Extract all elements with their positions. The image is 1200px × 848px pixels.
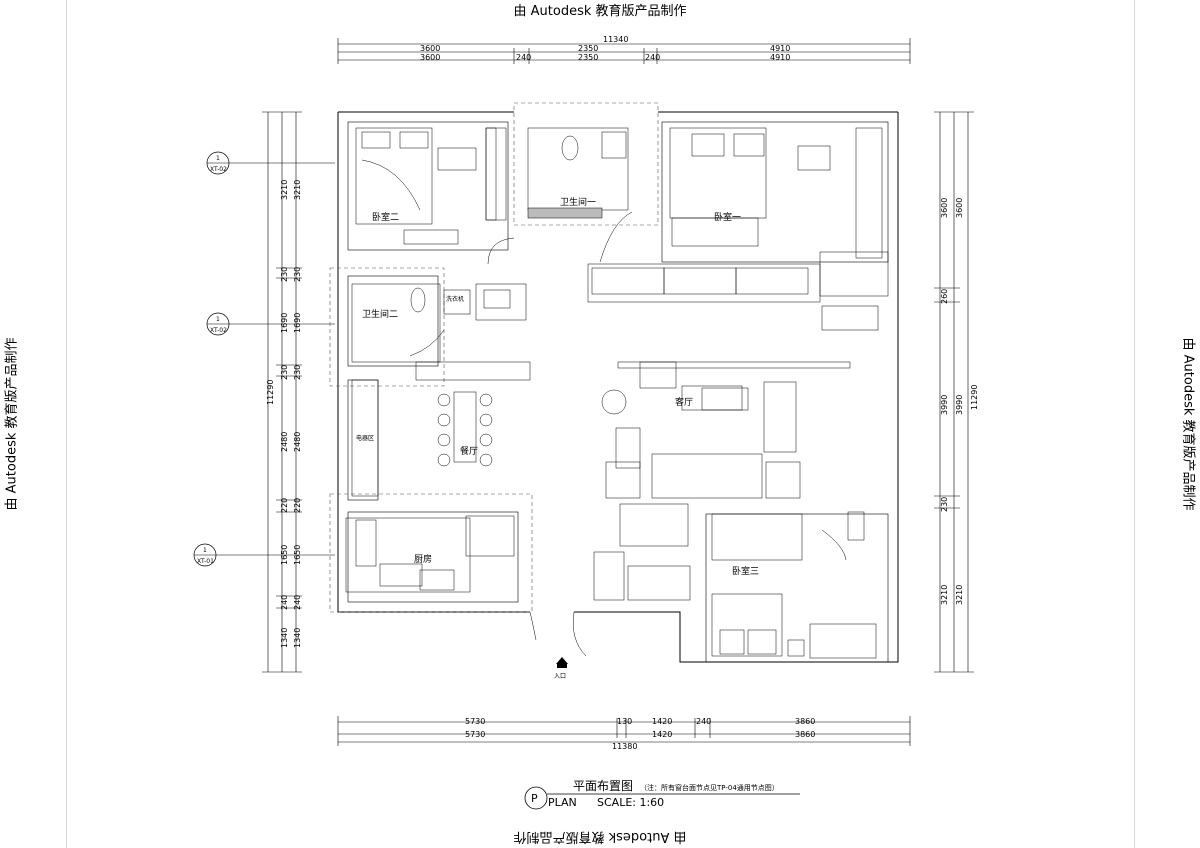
label-entrance: 入口 (554, 673, 566, 680)
section-marker-2-code: XT-02 (210, 327, 227, 334)
dim-top-r1-a: 3600 (420, 44, 440, 53)
dim-bottom-r1-c: 1420 (652, 717, 672, 726)
label-bath1: 卫生间一 (560, 196, 596, 208)
right-dimension-lines (934, 111, 974, 673)
dim-left-h: 240 (280, 595, 289, 610)
dim-top-r2-d: 240 (645, 53, 660, 62)
label-living: 客厅 (675, 396, 693, 408)
door-swings (409, 211, 847, 657)
label-washer: 洗衣机 (446, 295, 464, 303)
dim-right-d: 230 (940, 497, 949, 512)
section-marker-3-num: 1 (203, 547, 207, 554)
label-bedroom1: 卧室一 (714, 211, 741, 223)
title-text: 平面布置图 (573, 779, 633, 793)
dim-right-a2: 3600 (955, 198, 964, 218)
dim-top-r2-b: 240 (516, 53, 531, 62)
plan-label: PLAN (548, 796, 577, 809)
dim-top-total: 11340 (603, 35, 628, 44)
section-marker-1: 1 XT-02 (206, 151, 335, 175)
section-marker-1-code: XT-02 (210, 166, 227, 173)
section-marker-2-num: 1 (216, 316, 220, 323)
dim-right-total: 11290 (970, 385, 979, 410)
label-bath2: 卫生间二 (362, 308, 398, 320)
dim-bottom-r1-d: 240 (696, 717, 711, 726)
dim-left-c2: 1690 (293, 313, 302, 333)
title-block: P 平面布置图 （注：所有窗台面节点见TP-04通用节点图） PLAN SCAL… (524, 779, 800, 810)
dim-left-e2: 2480 (293, 432, 302, 452)
dim-right-b: 260 (940, 289, 949, 304)
dim-left-d2: 230 (293, 365, 302, 380)
label-bedroom2: 卧室二 (372, 211, 399, 223)
title-symbol: P (531, 792, 538, 805)
scale-label: SCALE: 1:60 (597, 796, 664, 809)
label-appliance-area: 电器区 (356, 434, 374, 442)
dim-left-i2: 1340 (293, 628, 302, 648)
label-dining: 餐厅 (460, 445, 478, 457)
dim-left-total: 11290 (266, 380, 275, 405)
dim-top-r2-c: 2350 (578, 53, 598, 62)
dim-left-f: 220 (280, 498, 289, 513)
room-labels: 卧室二 卫生间一 卧室一 卫生间二 洗衣机 客厅 餐厅 电器区 厨房 卧室三 (356, 196, 759, 577)
dim-right-e: 3210 (940, 585, 949, 605)
dim-left-e: 2480 (280, 432, 289, 452)
left-frame-line (66, 0, 67, 848)
title-note: （注：所有窗台面节点见TP-04通用节点图） (640, 783, 779, 792)
dim-left-c: 1690 (280, 313, 289, 333)
dim-left-f2: 220 (293, 498, 302, 513)
dim-bottom-r1-a: 5730 (465, 717, 485, 726)
dim-right-e2: 3210 (955, 585, 964, 605)
dim-top-r2-e: 4910 (770, 53, 790, 62)
dim-top-r1-b: 2350 (578, 44, 598, 53)
dim-left-a: 3210 (280, 180, 289, 200)
section-marker-3-code: XT-01 (197, 558, 214, 565)
dim-top-r1-c: 4910 (770, 44, 790, 53)
dim-bottom-r1-e: 3860 (795, 717, 815, 726)
dim-right-c2: 3990 (955, 395, 964, 415)
title-symbol-circle (524, 786, 548, 810)
dim-bottom-r1-b: 130 (617, 717, 632, 726)
right-dim-labels: 3600 3600 260 3990 3990 230 3210 3210 11… (940, 198, 979, 605)
label-bedroom3: 卧室三 (732, 565, 759, 577)
left-dim-labels: 3210 3210 230 230 1690 1690 230 230 2480… (266, 180, 302, 648)
bottom-dimension-lines (337, 716, 911, 746)
right-frame-line (1134, 0, 1135, 848)
dim-left-i: 1340 (280, 628, 289, 648)
dim-bottom-total: 11380 (612, 742, 637, 751)
watermark-top: 由 Autodesk 教育版产品制作 (513, 4, 687, 19)
dim-left-b: 230 (280, 267, 289, 282)
furniture (345, 127, 889, 659)
entrance-marker: 入口 (554, 657, 568, 680)
dim-right-a: 3600 (940, 198, 949, 218)
top-dimension-lines (337, 38, 911, 64)
entrance-icon (556, 657, 568, 664)
left-dimension-lines (262, 111, 302, 673)
section-marker-1-num: 1 (216, 155, 220, 162)
section-marker-2: 1 XT-02 (206, 312, 335, 336)
dim-left-h2: 240 (293, 595, 302, 610)
dim-bottom-r2-a: 5730 (465, 730, 485, 739)
dim-left-a2: 3210 (293, 180, 302, 200)
dim-right-c: 3990 (940, 395, 949, 415)
dim-top-r2-a: 3600 (420, 53, 440, 62)
label-kitchen: 厨房 (414, 553, 432, 565)
dim-bottom-r2-b: 1420 (652, 730, 672, 739)
section-marker-3: 1 XT-01 (193, 543, 335, 567)
dim-left-b2: 230 (293, 267, 302, 282)
dim-bottom-r2-c: 3860 (795, 730, 815, 739)
dim-left-d: 230 (280, 365, 289, 380)
dashed-outlines (329, 102, 659, 613)
